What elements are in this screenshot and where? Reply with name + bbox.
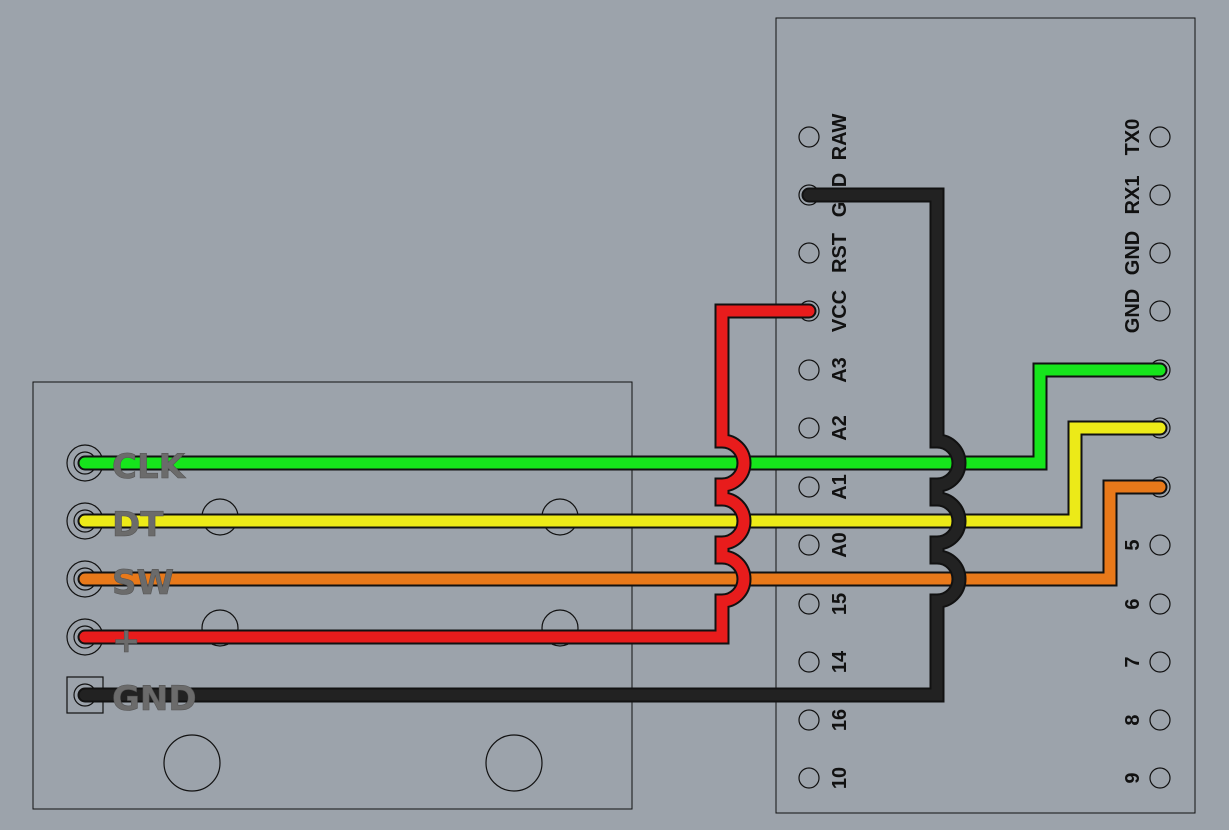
- encoder-pin-label: DT: [112, 505, 164, 545]
- mcu-left-pin: [798, 476, 820, 498]
- mcu-right-pin-label: 5: [1122, 539, 1144, 550]
- mcu-right-pin-label: 7: [1122, 656, 1144, 667]
- mcu-left-pin-label: 15: [829, 593, 851, 615]
- microcontroller-board: RAWGNDRSTVCCA3A2A1A015141610TX0RX1GNDGND…: [775, 17, 1196, 814]
- mcu-left-pin-label: 14: [829, 650, 851, 673]
- mcu-right-pin: [1149, 300, 1171, 322]
- encoder-board-outline: [32, 381, 633, 810]
- mcu-right-pin: [1149, 651, 1171, 673]
- mounting-hole-large: [163, 734, 221, 792]
- mcu-left-pin-label: 16: [829, 709, 851, 731]
- microcontroller-board-outline: [775, 17, 1196, 814]
- encoder-pin-label: SW: [112, 563, 174, 603]
- encoder-pin-label: CLK: [112, 447, 187, 487]
- mounting-hole: [201, 609, 239, 647]
- wire-sw-to-4: [77, 479, 1168, 587]
- mcu-left-pin-label: A2: [829, 415, 851, 441]
- mcu-left-pin: [798, 709, 820, 731]
- mcu-left-pin-label: RST: [829, 233, 851, 273]
- encoder-pin-label: GND: [112, 679, 197, 719]
- mounting-hole-large: [485, 734, 543, 792]
- wire-fill: [79, 305, 815, 643]
- mcu-left-pin-label: A0: [829, 532, 851, 558]
- mcu-left-pin: [798, 359, 820, 381]
- mcu-left-pin-label: VCC: [829, 290, 851, 332]
- mcu-right-pin: [1149, 242, 1171, 264]
- mcu-left-pin: [798, 593, 820, 615]
- mcu-right-pin-label: 9: [1122, 772, 1144, 783]
- mcu-left-pin: [798, 126, 820, 148]
- mcu-right-pin-label: 8: [1122, 714, 1144, 725]
- wire-fill: [79, 189, 965, 701]
- mcu-right-pin-label: GND: [1122, 289, 1144, 333]
- wire-fill: [79, 481, 1166, 585]
- mcu-right-pin-label: 6: [1122, 598, 1144, 609]
- wire-gnd-to-gnd: [77, 187, 967, 703]
- mcu-left-pin: [798, 242, 820, 264]
- mcu-left-pin: [798, 767, 820, 789]
- mcu-right-pin-label: GND: [1122, 231, 1144, 275]
- mcu-left-pin-label: RAW: [829, 114, 851, 161]
- mcu-right-pin: [1149, 534, 1171, 556]
- mcu-left-pin-label: A3: [829, 357, 851, 383]
- mcu-right-pin: [1149, 593, 1171, 615]
- mcu-right-pin: [1149, 184, 1171, 206]
- mcu-right-pin: [1149, 767, 1171, 789]
- wire-vcc-to-vcc: [77, 303, 817, 645]
- mcu-left-pin-label: 10: [829, 767, 851, 789]
- mcu-right-pin-label: RX1: [1122, 176, 1144, 215]
- encoder-pin-label: +: [112, 621, 141, 661]
- mcu-left-pin: [798, 417, 820, 439]
- mcu-right-pin-label: TX0: [1122, 119, 1144, 156]
- wire-fill: [79, 364, 1166, 469]
- mounting-hole: [541, 609, 579, 647]
- wire-fill: [79, 422, 1166, 527]
- wires: [77, 187, 1168, 703]
- mcu-left-pin: [798, 651, 820, 673]
- encoder-module: [32, 381, 633, 810]
- mcu-right-pin: [1149, 709, 1171, 731]
- wire-dt-to-3: [77, 420, 1168, 529]
- mcu-left-pin-label: A1: [829, 474, 851, 500]
- mcu-left-pin: [798, 534, 820, 556]
- wire-clk-to-2: [77, 362, 1168, 471]
- mcu-right-pin: [1149, 126, 1171, 148]
